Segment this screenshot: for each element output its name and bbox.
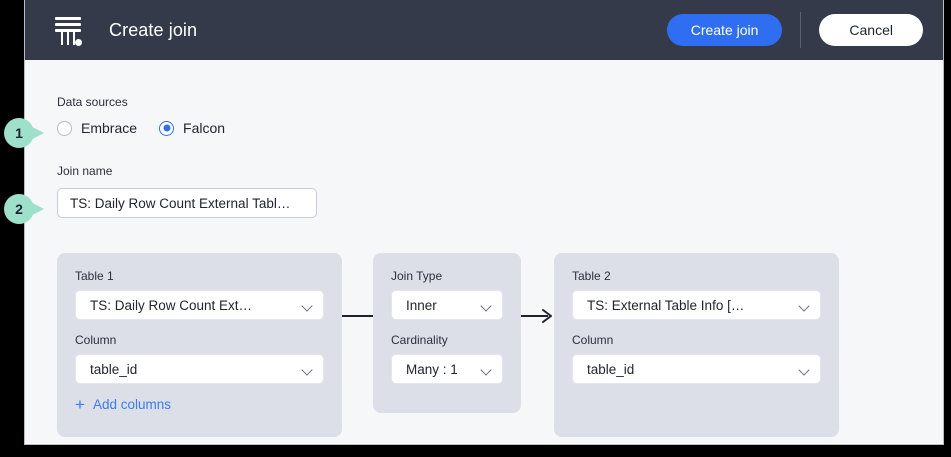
table2-column-select[interactable]: table_id — [572, 354, 821, 384]
chevron-down-icon — [302, 366, 313, 373]
table2-column-label: Column — [572, 333, 614, 347]
join-type-title: Join Type — [391, 269, 443, 283]
arrow-right-connector — [521, 308, 554, 324]
radio-mark-embrace[interactable] — [57, 120, 72, 136]
join-name-input[interactable] — [57, 188, 317, 218]
table2-table-select-value: TS: External Table Info [… — [587, 297, 745, 313]
header-actions: Create join Cancel — [666, 12, 923, 48]
create-join-button[interactable]: Create join — [666, 14, 783, 46]
table2-panel: Table 2 TS: External Table Info [… Colum… — [554, 253, 839, 437]
chevron-down-icon — [799, 302, 810, 309]
callout-badge-1: 1 — [4, 118, 50, 148]
app-header: Create join Create join Cancel — [25, 0, 943, 60]
join-type-select-value: Inner — [406, 297, 437, 313]
cardinality-select-value: Many : 1 — [406, 361, 458, 377]
callout-bubble — [4, 194, 34, 224]
table1-panel: Table 1 TS: Daily Row Count Ext… Column … — [57, 253, 342, 437]
table1-column-select[interactable]: table_id — [75, 354, 324, 384]
callout-badge-2: 2 — [4, 194, 50, 224]
table1-title: Table 1 — [75, 269, 114, 283]
radio-mark-falcon[interactable] — [159, 120, 175, 136]
header-divider — [800, 12, 802, 48]
callout-bubble — [4, 118, 34, 148]
callout-number: 2 — [15, 201, 23, 217]
table1-table-select[interactable]: TS: Daily Row Count Ext… — [75, 290, 324, 320]
radio-option-falcon[interactable]: Falcon — [159, 120, 225, 136]
cardinality-label: Cardinality — [391, 333, 448, 347]
table1-table-select-value: TS: Daily Row Count Ext… — [90, 297, 253, 313]
form-body: Data sources Embrace Falcon Join name Ta… — [25, 60, 943, 443]
chevron-down-icon — [302, 302, 313, 309]
radio-option-embrace[interactable]: Embrace — [57, 120, 137, 136]
chevron-down-icon — [799, 366, 810, 373]
table1-column-select-value: table_id — [90, 361, 138, 377]
chevron-down-icon — [481, 366, 492, 373]
radio-label-embrace: Embrace — [81, 120, 138, 136]
chevron-down-icon — [481, 302, 492, 309]
join-name-label: Join name — [57, 164, 113, 178]
plus-icon: + — [75, 395, 85, 414]
table2-title: Table 2 — [572, 269, 611, 283]
table2-table-select[interactable]: TS: External Table Info [… — [572, 290, 821, 320]
line-connector — [342, 308, 373, 324]
callout-number: 1 — [15, 125, 23, 141]
table1-column-label: Column — [75, 333, 117, 347]
add-columns-button[interactable]: + Add columns — [75, 396, 171, 413]
join-type-select[interactable]: Inner — [391, 290, 503, 320]
data-sources-label: Data sources — [57, 95, 128, 109]
table2-column-select-value: table_id — [587, 361, 635, 377]
radio-label-falcon: Falcon — [183, 120, 226, 136]
page-title: Create join — [109, 19, 198, 40]
cancel-button[interactable]: Cancel — [819, 14, 923, 46]
tellius-logo-icon — [53, 14, 83, 46]
add-columns-label: Add columns — [92, 397, 171, 412]
join-builder: Table 1 TS: Daily Row Count Ext… Column … — [25, 253, 943, 443]
data-sources-radio-group[interactable]: Embrace Falcon — [57, 120, 247, 136]
cardinality-select[interactable]: Many : 1 — [391, 354, 503, 384]
app-window: Create join Create join Cancel Data sour… — [24, 0, 944, 445]
join-type-panel: Join Type Inner Cardinality Many : 1 — [373, 253, 521, 413]
